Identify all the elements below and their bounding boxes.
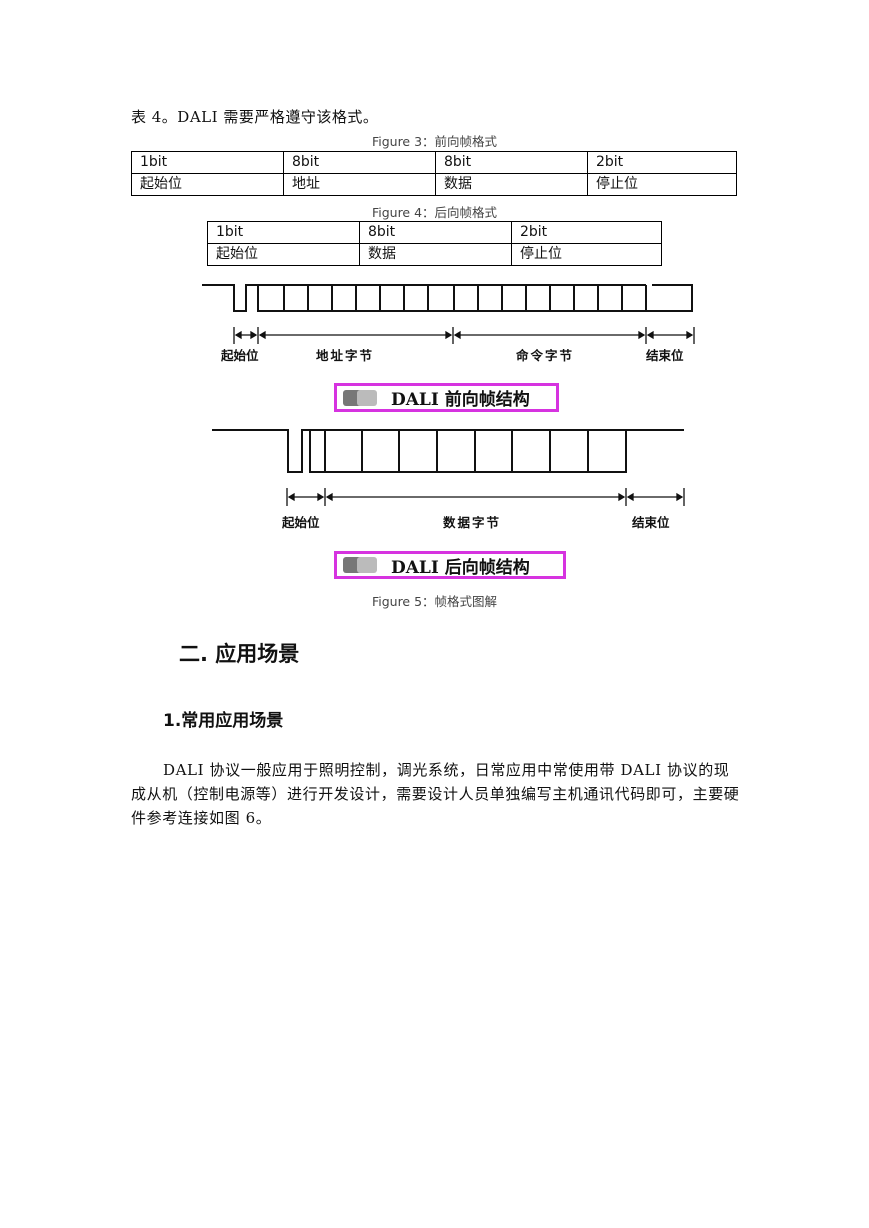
- forward-frame-waveform: [202, 284, 695, 344]
- backward-frame-table: 1bit 8bit 2bit 起始位 数据 停止位: [207, 221, 662, 266]
- forward-start-label: 起始位: [221, 348, 259, 363]
- table-row: 起始位 数据 停止位: [207, 243, 662, 266]
- subsection-heading: 1.常用应用场景: [163, 711, 284, 731]
- backward-data-label: 数据字节: [443, 515, 502, 530]
- figure4-caption: Figure 4：后向帧格式: [371, 205, 498, 220]
- table-cell: 2bit: [587, 151, 737, 174]
- table-row: 1bit 8bit 8bit 2bit: [131, 151, 737, 174]
- table-cell: 数据: [359, 243, 512, 266]
- forward-frame-title: DALI 前向帧结构: [334, 383, 559, 412]
- forward-address-label: 地址字节: [316, 348, 375, 363]
- table-cell: 8bit: [283, 151, 436, 174]
- forward-end-label: 结束位: [646, 348, 684, 363]
- forward-frame-title-text: DALI 前向帧结构: [391, 390, 530, 410]
- forward-command-label: 命令字节: [516, 348, 575, 363]
- intro-text: 表 4。DALI 需要严格遵守该格式。: [131, 108, 379, 126]
- table-cell: 停止位: [587, 173, 737, 196]
- backward-frame-waveform: [212, 429, 685, 506]
- backward-frame-title: DALI 后向帧结构: [334, 551, 566, 579]
- backward-start-label: 起始位: [282, 515, 320, 530]
- table-cell: 地址: [283, 173, 436, 196]
- table-cell: 1bit: [131, 151, 284, 174]
- table-cell: 停止位: [511, 243, 662, 266]
- figure3-caption: Figure 3：前向帧格式: [371, 134, 498, 149]
- blurred-logo-icon: [343, 557, 377, 573]
- table-row: 起始位 地址 数据 停止位: [131, 173, 737, 196]
- section-heading: 二. 应用场景: [179, 642, 300, 666]
- blurred-logo-icon: [343, 389, 377, 406]
- backward-frame-title-text: DALI 后向帧结构: [391, 557, 530, 578]
- backward-end-label: 结束位: [632, 515, 670, 530]
- figure5-caption: Figure 5：帧格式图解: [371, 594, 498, 609]
- table-cell: 数据: [435, 173, 588, 196]
- table-cell: 2bit: [511, 221, 662, 244]
- table-cell: 8bit: [435, 151, 588, 174]
- table-cell: 起始位: [207, 243, 360, 266]
- forward-frame-table: 1bit 8bit 8bit 2bit 起始位 地址 数据 停止位: [131, 151, 737, 196]
- table-row: 1bit 8bit 2bit: [207, 221, 662, 244]
- table-cell: 起始位: [131, 173, 284, 196]
- table-cell: 8bit: [359, 221, 512, 244]
- body-paragraph: DALI 协议一般应用于照明控制，调光系统，日常应用中常使用带 DALI 协议的…: [131, 761, 740, 827]
- table-cell: 1bit: [207, 221, 360, 244]
